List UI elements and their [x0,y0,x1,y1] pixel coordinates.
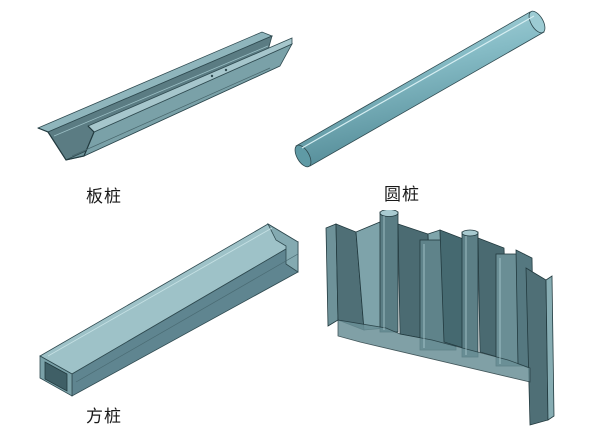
box-pile-caption: 方桩 [86,407,122,427]
round-pile-caption: 圆桩 [384,185,420,205]
box-pile-drawing [39,222,299,397]
combined-wall-drawing [325,210,555,426]
sheet-pile-caption: 板桩 [86,187,122,207]
sheet-pile-figure [30,10,300,175]
round-pile-drawing [294,10,546,168]
box-pile-figure [36,222,306,397]
round-pile-figure [292,6,552,171]
sheet-pile-drawing [36,31,293,161]
combined-wall-figure [320,210,565,430]
